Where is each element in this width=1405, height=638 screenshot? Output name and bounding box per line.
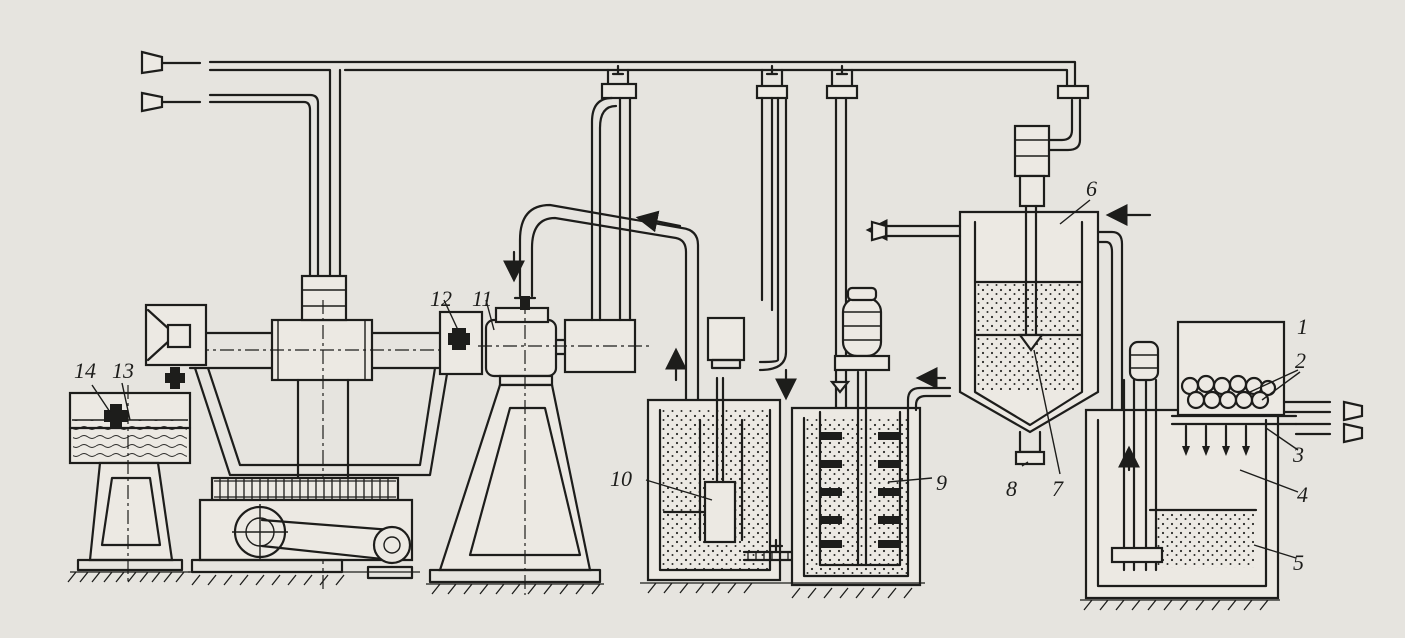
tank-9 <box>790 286 952 587</box>
label-7: 7 <box>1052 476 1064 501</box>
float-14 <box>104 367 185 428</box>
label-10: 10 <box>610 466 632 491</box>
part-labels: 1 2 3 4 5 6 7 8 9 10 11 12 13 14 <box>74 176 1308 575</box>
leader-lines <box>91 199 1301 559</box>
settler-6 <box>870 98 1152 552</box>
ground-hatching <box>67 571 1280 611</box>
label-9: 9 <box>936 470 947 495</box>
bottom-connector <box>742 538 802 562</box>
label-8: 8 <box>1006 476 1017 501</box>
label-11: 11 <box>472 286 492 311</box>
pump-stand <box>428 296 650 595</box>
hopper-1 <box>1170 320 1364 456</box>
header-valves <box>600 64 1090 100</box>
label-14: 14 <box>74 358 96 383</box>
tank-10 <box>646 316 782 582</box>
label-5: 5 <box>1293 550 1304 575</box>
top-supply-pipes <box>140 50 1077 287</box>
label-2: 2 <box>1295 348 1306 373</box>
label-6: 6 <box>1086 176 1097 201</box>
label-13: 13 <box>112 358 134 383</box>
tank-4 <box>1084 340 1280 600</box>
tank-13 <box>68 385 192 585</box>
label-1: 1 <box>1297 314 1308 339</box>
rotor-assembly <box>144 274 470 590</box>
label-12: 12 <box>430 286 452 311</box>
label-3: 3 <box>1292 442 1304 467</box>
transfer-pipes <box>503 96 888 542</box>
label-4: 4 <box>1297 482 1308 507</box>
